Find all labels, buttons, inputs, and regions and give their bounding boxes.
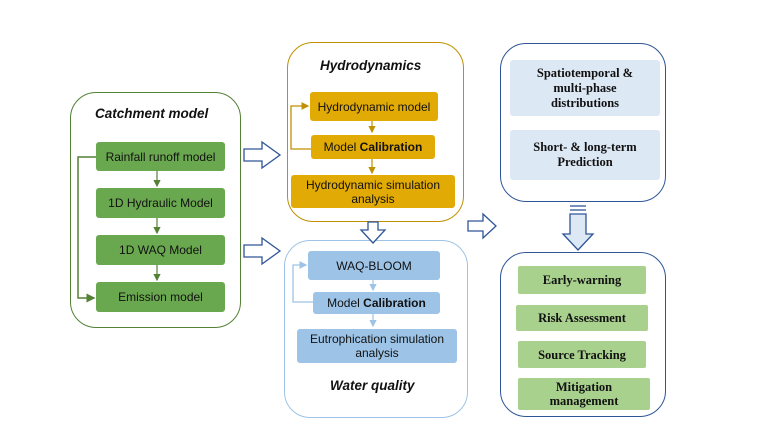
catchment-step-1d-waq: 1D WAQ Model — [96, 235, 225, 265]
hydro-to-wq-arrow — [359, 221, 387, 244]
wq-calibration-bold: Calibration — [363, 296, 426, 310]
hydro-step-calibration: Model Calibration — [311, 135, 435, 159]
application-4-line2: management — [549, 394, 619, 408]
output-spatiotemporal-distributions: Spatiotemporal & multi-phase distributio… — [510, 60, 660, 116]
catchment-bypass-line — [77, 156, 96, 303]
application-mitigation-management: Mitigation management — [518, 378, 650, 410]
catchment-panel — [70, 92, 241, 328]
catchment-step-rainfall-runoff: Rainfall runoff model — [96, 142, 225, 171]
catchment-to-wq-arrow — [243, 236, 282, 266]
wq-step-eutrophication-analysis: Eutrophication simulation analysis — [297, 329, 457, 363]
output-1-line2: multi-phase — [553, 80, 617, 95]
applications-panel — [500, 252, 666, 417]
hydro-sim-line2: analysis — [351, 191, 395, 206]
catchment-title: Catchment model — [95, 106, 209, 121]
application-risk-assessment: Risk Assessment — [516, 305, 648, 331]
application-source-tracking: Source Tracking — [518, 341, 646, 368]
hydro-step-simulation-analysis: Hydrodynamic simulation analysis — [291, 175, 455, 208]
output-2-line2: Prediction — [557, 155, 613, 169]
application-4-line1: Mitigation — [555, 380, 613, 394]
hydro-calibration-bold: Calibration — [359, 140, 423, 154]
outputs-panel — [500, 43, 666, 202]
output-2-line1: Short- & long-term — [533, 140, 637, 154]
hydro-calibration-prefix: Model — [323, 140, 360, 154]
output-1-line3: distributions — [550, 95, 620, 110]
catchment-to-hydro-arrow — [243, 140, 282, 170]
wq-feedback-line — [292, 261, 313, 303]
application-early-warning: Early-warning — [518, 266, 646, 294]
wq-step-calibration: Model Calibration — [313, 292, 440, 314]
hydro-feedback-line — [290, 102, 311, 150]
wq-sim-line2: analysis — [355, 346, 399, 360]
output-1-line1: Spatiotemporal & — [536, 65, 634, 80]
outputs-to-applications-arrow — [561, 213, 595, 251]
wq-step-waq-bloom: WAQ-BLOOM — [308, 251, 440, 280]
center-to-outputs-arrow — [467, 212, 497, 240]
hydro-step-model: Hydrodynamic model — [310, 92, 438, 121]
hydrodynamics-title: Hydrodynamics — [320, 58, 422, 73]
water-quality-title: Water quality — [330, 378, 415, 393]
hydro-sim-line1: Hydrodynamic simulation — [305, 177, 441, 192]
catchment-step-emission: Emission model — [96, 282, 225, 312]
wq-calibration-prefix: Model — [327, 296, 364, 310]
output-prediction: Short- & long-term Prediction — [510, 130, 660, 180]
wq-sim-line1: Eutrophication simulation — [309, 332, 445, 346]
catchment-step-1d-hydraulic: 1D Hydraulic Model — [96, 188, 225, 218]
